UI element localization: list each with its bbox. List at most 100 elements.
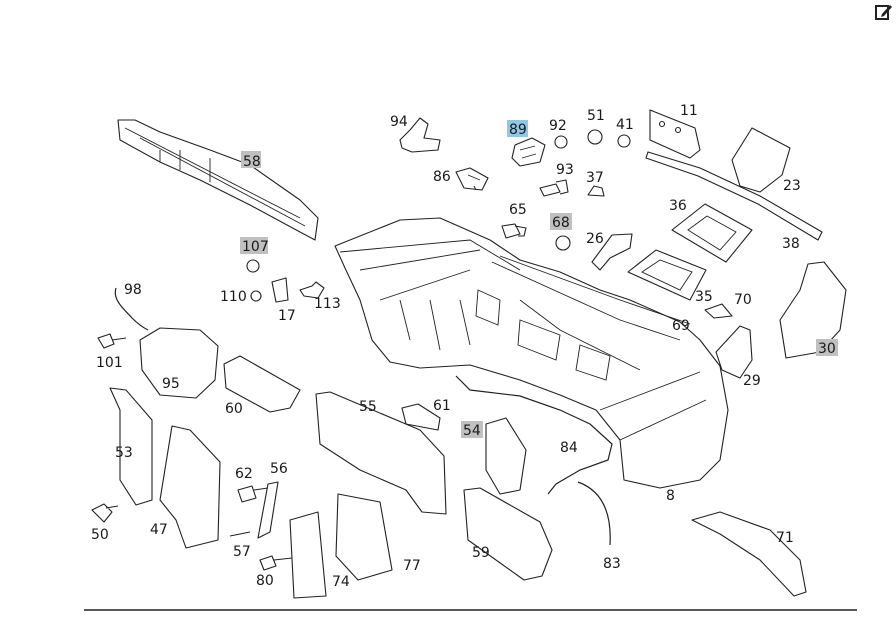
part-74	[289, 511, 327, 599]
part-17	[271, 277, 289, 303]
label-89[interactable]: 89	[509, 122, 527, 138]
label-95[interactable]: 95	[162, 376, 180, 392]
label-54[interactable]: 54	[463, 423, 481, 439]
label-56[interactable]: 56	[270, 461, 288, 477]
label-50[interactable]: 50	[91, 527, 109, 543]
part-93	[539, 179, 569, 197]
part-65	[501, 223, 527, 239]
label-113[interactable]: 113	[314, 296, 341, 312]
label-110[interactable]: 110	[220, 289, 247, 305]
part-89	[511, 137, 546, 167]
part-53	[109, 387, 153, 506]
label-77[interactable]: 77	[403, 558, 421, 574]
label-65[interactable]: 65	[509, 202, 527, 218]
label-68[interactable]: 68	[552, 215, 570, 231]
label-51[interactable]: 51	[587, 108, 605, 124]
highlight-58	[241, 151, 261, 168]
part-110	[250, 290, 262, 302]
part-30	[779, 261, 847, 359]
part-101	[97, 333, 127, 349]
part-92	[554, 135, 568, 149]
part-54	[485, 417, 527, 495]
label-30[interactable]: 30	[818, 341, 836, 357]
label-92[interactable]: 92	[549, 118, 567, 134]
label-61[interactable]: 61	[433, 398, 451, 414]
part-70	[704, 303, 733, 319]
part-77	[335, 493, 393, 581]
part-68	[555, 235, 571, 251]
part-94	[399, 117, 441, 153]
part-37	[587, 185, 605, 197]
label-70[interactable]: 70	[734, 292, 752, 308]
part-55	[315, 391, 447, 515]
label-80[interactable]: 80	[256, 573, 274, 589]
part-35	[627, 249, 707, 301]
label-37[interactable]: 37	[586, 170, 604, 186]
label-57[interactable]: 57	[233, 544, 251, 560]
part-107	[246, 259, 260, 273]
label-84[interactable]: 84	[560, 440, 578, 456]
label-23[interactable]: 23	[783, 178, 801, 194]
part-36	[671, 203, 753, 263]
part-84	[455, 375, 613, 495]
label-94[interactable]: 94	[390, 114, 408, 130]
label-11[interactable]: 11	[680, 103, 698, 119]
part-86	[455, 167, 489, 191]
part-23	[731, 127, 791, 193]
edit-icon[interactable]	[874, 2, 894, 22]
part-50	[91, 503, 119, 523]
part-61	[401, 403, 441, 431]
part-62	[237, 485, 269, 503]
part-80	[259, 555, 293, 571]
part-113	[299, 281, 325, 299]
label-29[interactable]: 29	[743, 373, 761, 389]
label-93[interactable]: 93	[556, 162, 574, 178]
part-26	[591, 233, 633, 271]
part-98	[114, 287, 149, 331]
highlight-30	[816, 339, 838, 356]
highlight-107	[240, 237, 268, 254]
label-69[interactable]: 69	[672, 318, 690, 334]
part-29	[715, 325, 753, 379]
part-95	[139, 327, 219, 399]
label-98[interactable]: 98	[124, 282, 142, 298]
part-11	[649, 109, 701, 159]
part-8-bumper-cover	[334, 217, 729, 489]
label-58[interactable]: 58	[243, 154, 261, 170]
part-57	[229, 531, 251, 537]
label-26[interactable]: 26	[586, 231, 604, 247]
label-55[interactable]: 55	[359, 399, 377, 415]
part-41	[617, 134, 631, 148]
label-59[interactable]: 59	[472, 545, 490, 561]
highlight-89	[507, 120, 528, 137]
part-69	[499, 255, 691, 325]
highlight-68	[550, 213, 572, 230]
label-74[interactable]: 74	[332, 574, 350, 590]
label-47[interactable]: 47	[150, 522, 168, 538]
label-71[interactable]: 71	[776, 530, 794, 546]
part-51	[587, 129, 603, 145]
label-35[interactable]: 35	[695, 289, 713, 305]
part-47	[159, 425, 221, 549]
label-107[interactable]: 107	[242, 239, 269, 255]
part-60	[223, 355, 301, 413]
part-59	[463, 487, 553, 581]
label-83[interactable]: 83	[603, 556, 621, 572]
label-101[interactable]: 101	[96, 355, 123, 371]
label-8[interactable]: 8	[666, 488, 675, 504]
label-41[interactable]: 41	[616, 117, 634, 133]
highlight-54	[461, 421, 483, 438]
label-17[interactable]: 17	[278, 308, 296, 324]
part-83	[577, 481, 611, 546]
part-58-beam	[117, 119, 319, 241]
label-86[interactable]: 86	[433, 169, 451, 185]
label-60[interactable]: 60	[225, 401, 243, 417]
label-53[interactable]: 53	[115, 445, 133, 461]
label-62[interactable]: 62	[235, 466, 253, 482]
part-38	[645, 151, 823, 241]
part-71	[691, 511, 807, 597]
part-56	[257, 481, 279, 539]
label-38[interactable]: 38	[782, 236, 800, 252]
label-36[interactable]: 36	[669, 198, 687, 214]
